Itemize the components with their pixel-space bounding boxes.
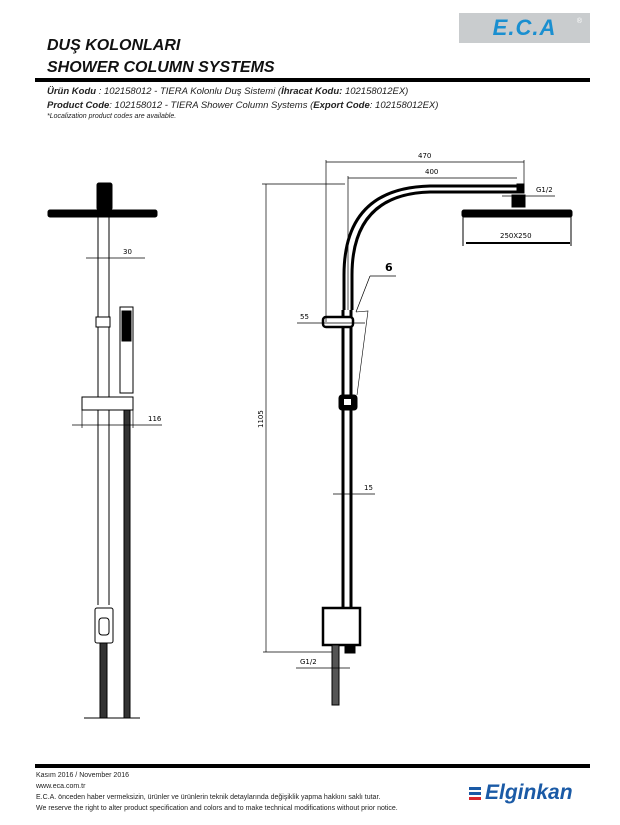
dim-g12-top-label: G1/2 [536,186,553,194]
side-hose [331,644,340,706]
footer-divider [35,764,590,768]
product-code-tr-label: Ürün Kodu [47,86,97,97]
elginkan-logo: Elginkan [469,781,573,805]
footer-url[interactable]: www.eca.com.tr [36,783,86,790]
export-code-tr-label: İhracat Kodu: [281,86,343,97]
product-code-en-label: Product Code [47,100,110,111]
product-code-tr-text: : 102158012 - TIERA Kolonlu Duş Sistemi … [96,86,282,97]
title-turkish: DUŞ KOLONLARI [47,37,181,54]
disclaimer-tr: E.C.A. önceden haber vermeksizin, ürünle… [36,794,381,801]
side-view [262,160,573,706]
shower-head-side [47,209,158,218]
dim-250-label: 250X250 [500,232,532,240]
elginkan-logo-text: Elginkan [485,781,573,804]
dim-470-label: 470 [418,152,431,160]
export-code-tr-value: 102158012EX) [342,86,409,97]
dim-30-label: 30 [123,248,132,256]
eca-logo: E.C.A ® [459,13,590,43]
mixer-box [321,606,362,647]
dim-1105-label: 1105 [257,410,265,428]
disclaimer-en: We reserve the right to alter product sp… [36,805,398,812]
front-view [47,182,162,719]
product-code-en: Product Code: 102158012 - TIERA Shower C… [47,100,438,111]
title-english: SHOWER COLUMN SYSTEMS [47,59,275,76]
column-sleeve [95,316,111,328]
hand-shower-holder [81,396,134,411]
dim-116-label: 116 [148,415,162,423]
header-divider [35,78,590,82]
callout-leader [355,275,371,313]
dim-15-label: 15 [364,484,373,492]
dim-g12-bottom-label: G1/2 [300,658,317,666]
footer-date: Kasım 2016 / November 2016 [36,772,129,779]
slider [321,315,355,329]
product-code-tr: Ürün Kodu : 102158012 - TIERA Kolonlu Du… [47,86,408,97]
registered-mark: ® [576,18,582,25]
dim-55-label: 55 [300,313,309,321]
dim-400-label: 400 [425,168,438,176]
head-connector-side [511,194,526,208]
shower-hose [123,409,131,719]
head-connector [96,182,113,211]
mixer-body [94,607,114,644]
eca-logo-text: E.C.A [492,15,557,40]
shower-head-rect [461,209,573,218]
elginkan-bars-icon [469,787,481,800]
callout-6-label: 6 [385,261,393,274]
column-arm-outer [342,184,522,310]
export-code-en-value: : 102158012EX) [369,100,439,111]
product-code-en-text: : 102158012 - TIERA Shower Column System… [109,100,314,111]
export-code-en-label: Export Code [313,100,370,111]
localization-note: *Localization product codes are availabl… [47,113,177,120]
